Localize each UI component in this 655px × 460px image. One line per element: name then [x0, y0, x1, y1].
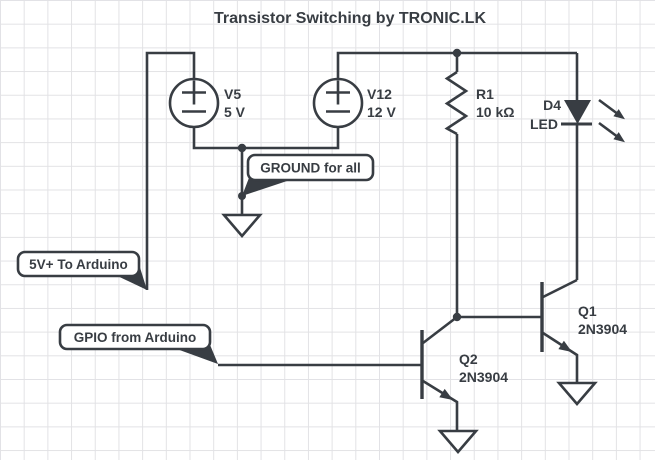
d4-value-label: LED: [530, 116, 558, 132]
schematic-title: Transistor Switching by TRONIC.LK: [214, 10, 486, 27]
q1-collector: [542, 278, 578, 299]
q2-value-label: 2N3904: [459, 369, 508, 385]
voltage-source-v5[interactable]: V5 5 V: [168, 77, 246, 129]
q1-ref-label: Q1: [578, 303, 597, 319]
callout-box: [246, 153, 375, 182]
junction-dot: [452, 48, 462, 58]
callout-5v-to-arduino[interactable]: 5V+ To Arduino: [16, 250, 147, 290]
gpio-callout-label: GPIO from Arduino: [74, 330, 197, 345]
v12-ref-label: V12: [367, 86, 392, 102]
d4-ref-label: D4: [543, 97, 561, 113]
q1-emitter-arrow-icon: [558, 340, 572, 352]
diode-triangle: [564, 100, 591, 124]
v5-value-label: 5 V: [224, 104, 246, 120]
light-arrow-head: [613, 132, 625, 143]
ground-icon[interactable]: [437, 429, 479, 454]
q2-collector: [422, 315, 458, 345]
voltage-source-v12[interactable]: V12 12 V: [312, 77, 396, 129]
wires: [145, 51, 579, 367]
q1-value-label: 2N3904: [578, 321, 627, 337]
q2-emitter: [422, 379, 459, 430]
resistor-zigzag: [444, 70, 469, 136]
wire-12v-rail[interactable]: [336, 51, 577, 79]
led-light-arrows-icon: [598, 98, 625, 143]
transistor-q1[interactable]: Q1 2N3904: [540, 278, 627, 382]
callout-gpio-from-arduino[interactable]: GPIO from Arduino: [58, 323, 218, 364]
callout-box: [58, 323, 212, 351]
junction-dot: [237, 143, 247, 153]
ground-icon[interactable]: [556, 381, 598, 406]
light-arrow-head: [613, 109, 625, 120]
r1-value-label: 10 kΩ: [476, 104, 514, 120]
ground-icon[interactable]: [221, 213, 263, 238]
r1-ref-label: R1: [476, 86, 494, 102]
v5-ref-label: V5: [224, 86, 241, 102]
q2-ref-label: Q2: [459, 351, 478, 367]
light-arrow-line: [598, 98, 618, 115]
led-d4[interactable]: D4 LED: [530, 97, 625, 143]
wire-source-bottoms[interactable]: [192, 127, 340, 150]
callout-ground-for-all[interactable]: GROUND for all: [242, 153, 375, 196]
callout-box: [16, 250, 141, 278]
light-arrow-line: [598, 121, 618, 138]
transistor-q2[interactable]: Q2 2N3904: [420, 315, 508, 430]
power-callout-label: 5V+ To Arduino: [29, 257, 128, 272]
wire-5v-rail-to-arduino[interactable]: [145, 51, 196, 290]
q1-emitter: [542, 331, 579, 382]
q2-emitter-arrow-icon: [439, 388, 453, 400]
ground-callout-label: GROUND for all: [260, 161, 361, 176]
resistor-r1[interactable]: R1 10 kΩ: [444, 70, 514, 136]
v12-value-label: 12 V: [367, 104, 396, 120]
plus-icon: [182, 80, 206, 105]
plus-icon: [326, 80, 350, 105]
